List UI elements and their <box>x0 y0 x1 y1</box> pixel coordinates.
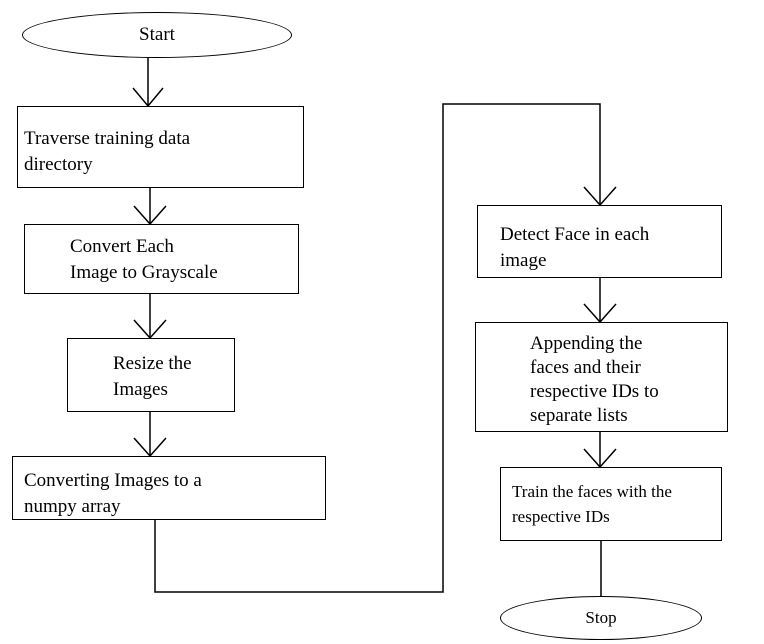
stop-label: Stop <box>585 608 617 627</box>
stop-terminal: Stop <box>500 596 702 640</box>
step-grayscale-box <box>24 224 299 294</box>
step-appending-box <box>475 322 728 432</box>
step-numpy-box <box>12 456 326 520</box>
step-grayscale-label: Convert Each Image to Grayscale <box>70 236 218 283</box>
step-numpy-label: Converting Images to a numpy array <box>24 470 202 517</box>
step-train-label: Train the faces with the respective IDs <box>512 482 672 526</box>
step-resize-box <box>67 338 235 412</box>
start-label: Start <box>139 24 175 45</box>
step-detect-label: Detect Face in each image <box>500 224 650 271</box>
step-resize-label: Resize the Images <box>113 353 192 400</box>
start-terminal: Start <box>22 12 292 58</box>
step-train-box <box>500 467 722 541</box>
step-appending-label: Appending the faces and their respective… <box>530 333 659 426</box>
step-detect-box <box>477 205 722 278</box>
connector-numpy-to-detect <box>154 103 601 593</box>
step-traverse-label: Traverse training data directory <box>24 128 191 175</box>
step-traverse-box <box>17 106 304 188</box>
